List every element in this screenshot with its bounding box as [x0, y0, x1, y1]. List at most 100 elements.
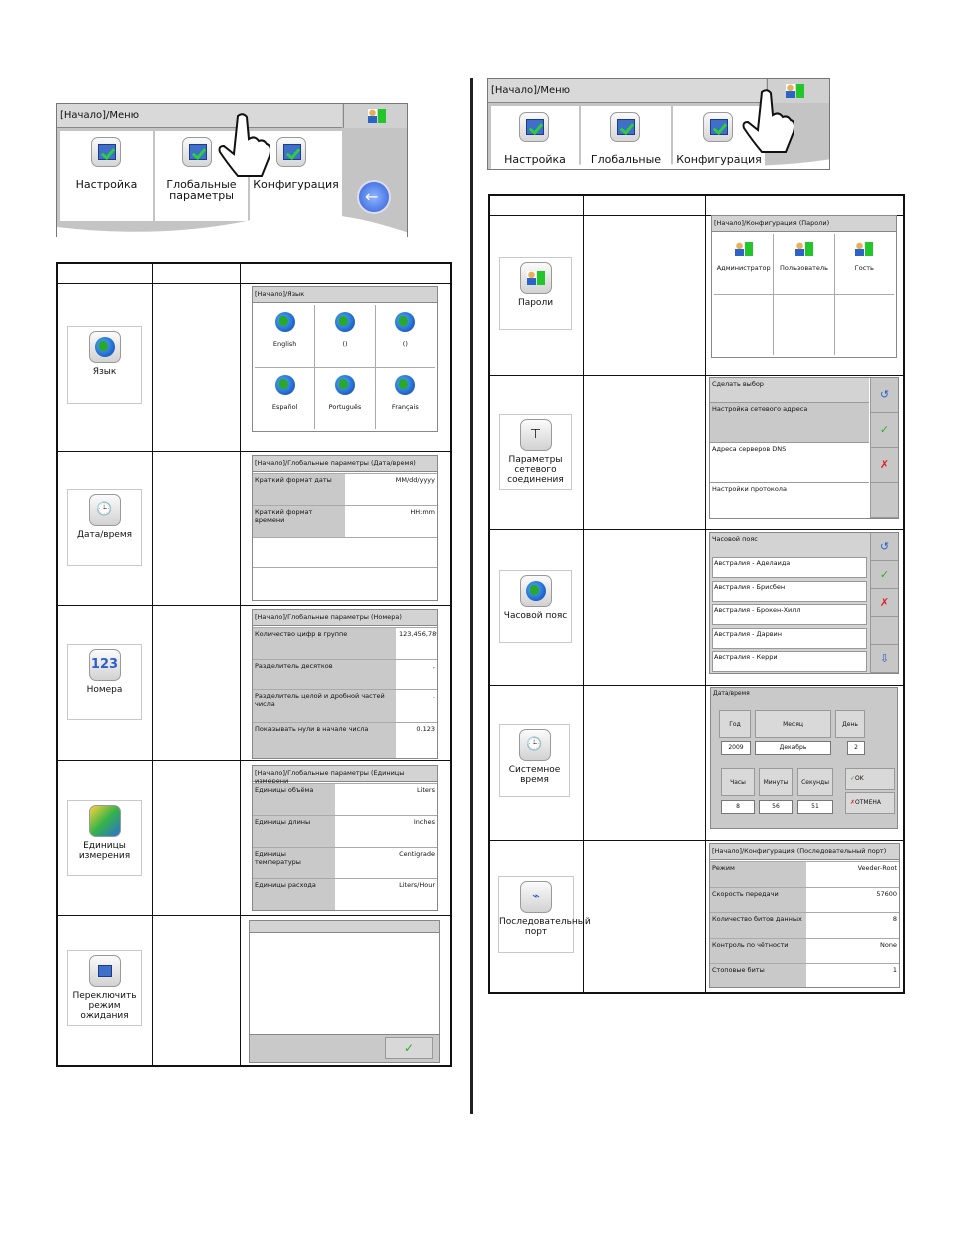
user-status[interactable]: [767, 79, 829, 103]
tile-config[interactable]: Конфигурация: [673, 106, 765, 169]
ok-button[interactable]: ✓OK: [845, 768, 895, 790]
arrow-down-icon[interactable]: ⇩: [871, 645, 898, 673]
units-card[interactable]: Единицы измерения: [67, 800, 142, 876]
numbers-card[interactable]: 123 Номера: [67, 644, 142, 720]
field-value[interactable]: 57600: [876, 889, 897, 898]
language-option[interactable]: (): [315, 305, 375, 367]
serial-port-card[interactable]: ⌁ Последовательный порт: [498, 876, 591, 953]
field-value[interactable]: HH:mm: [410, 508, 435, 516]
language-option[interactable]: Português: [315, 367, 375, 429]
cancel-button[interactable]: ✗ОТМЕНА: [845, 792, 895, 814]
field-label: Краткий формат даты: [253, 474, 345, 505]
back-button[interactable]: ←: [357, 180, 391, 214]
seconds-input[interactable]: 51: [797, 800, 833, 814]
field-value[interactable]: Veeder-Root: [857, 864, 897, 872]
language-label: Español: [271, 402, 298, 411]
check-icon: [91, 137, 121, 167]
check-icon[interactable]: ✓: [871, 561, 898, 589]
close-icon[interactable]: ✗: [871, 589, 898, 617]
language-label: (): [342, 340, 348, 348]
language-card[interactable]: Язык: [67, 326, 142, 404]
year-input[interactable]: 2009: [721, 741, 751, 755]
field-value[interactable]: Liters/Hour: [399, 881, 435, 889]
user-option[interactable]: Администратор: [714, 234, 774, 294]
system-time-screen: Дата/время Год Месяц День 2009 Декабрь 2…: [710, 687, 898, 829]
undo-icon[interactable]: ↺: [871, 378, 898, 413]
globe-icon: [274, 312, 295, 332]
tile-setup[interactable]: Настройка: [60, 131, 153, 221]
year-label: Год: [719, 710, 751, 738]
language-option[interactable]: (): [375, 305, 435, 367]
globe-icon: [334, 374, 355, 395]
field-value[interactable]: ,: [432, 662, 435, 670]
system-time-card[interactable]: 🕒 Системное время: [499, 724, 570, 797]
field-value[interactable]: MM/dd/yyyy: [395, 476, 435, 484]
list-item[interactable]: Настройка сетевого адреса: [710, 402, 869, 442]
field-label: Количество битов данных: [710, 913, 806, 938]
language-label: (): [402, 340, 408, 348]
timezone-item[interactable]: Австралия - Брисбен: [712, 580, 867, 602]
field-label: Показывать нули в начале числа: [253, 723, 396, 758]
screen-title: Сделать выбор: [710, 378, 869, 402]
check-icon[interactable]: ✓: [871, 413, 898, 448]
language-option[interactable]: Français: [375, 367, 435, 429]
screen-title: [Начало]/Язык: [253, 287, 437, 303]
language-option[interactable]: Español: [255, 367, 315, 429]
field-label: Количество цифр в группе: [253, 628, 396, 659]
field-label: Разделитель десятков: [253, 660, 396, 689]
field-value[interactable]: Centigrade: [399, 850, 435, 858]
network-card[interactable]: ⊤ Параметры сетевого соединения: [499, 414, 572, 490]
timezone-card[interactable]: Часовой пояс: [499, 570, 572, 643]
empty-slot: [774, 295, 834, 355]
tile-global-params[interactable]: Глобальные параметры: [581, 106, 671, 169]
column-divider: [470, 78, 473, 1114]
user-status[interactable]: [343, 104, 407, 128]
language-option[interactable]: English: [255, 305, 315, 367]
hours-input[interactable]: 8: [721, 800, 755, 814]
list-item[interactable]: Адреса серверов DNS: [710, 442, 869, 482]
list-item[interactable]: Настройки протокола: [710, 482, 869, 518]
field-label: Краткий формат времени: [253, 506, 345, 537]
month-input[interactable]: Декабрь: [755, 741, 831, 755]
timezone-item[interactable]: Австралия - Брокен-Хилл: [712, 604, 867, 625]
field-value[interactable]: None: [880, 940, 897, 949]
timezone-item[interactable]: Австралия - Дарвин: [712, 627, 867, 649]
minutes-input[interactable]: 56: [759, 800, 793, 814]
day-input[interactable]: 2: [847, 741, 865, 755]
user-label: Гость: [854, 264, 874, 272]
tile-label: Конфигурация: [676, 153, 762, 166]
field-value[interactable]: 8: [892, 915, 897, 923]
tile-global-params[interactable]: Глобальные параметры: [155, 131, 248, 221]
screen-title: [Начало]/Глобальные параметры (Номера): [253, 610, 437, 626]
user-icon: [855, 242, 874, 256]
tile-label: Конфигурация: [253, 178, 339, 191]
screen-title: [Начало]/Конфигурация (Последовательный …: [710, 844, 899, 860]
timezone-item[interactable]: Австралия - Аделаида: [712, 557, 867, 578]
user-option[interactable]: Гость: [834, 234, 894, 294]
card-label: Единицы измерения: [78, 841, 131, 861]
timezone-item[interactable]: Австралия - Керри: [712, 651, 867, 672]
standby-card[interactable]: Переключить режим ожидания: [67, 950, 142, 1026]
globe-icon: [395, 374, 416, 395]
passwords-card[interactable]: Пароли: [499, 257, 572, 330]
ok-label: OK: [855, 775, 864, 782]
undo-icon[interactable]: ↺: [871, 533, 898, 561]
datetime-card[interactable]: 🕒 Дата/время: [67, 489, 142, 566]
user-option[interactable]: Пользователь: [774, 234, 834, 294]
field-value[interactable]: .: [432, 692, 435, 700]
torn-edge: [57, 213, 407, 237]
card-label: Последовательный порт: [499, 917, 591, 937]
field-value[interactable]: 0.123: [416, 725, 435, 733]
ok-button[interactable]: ✓: [385, 1037, 433, 1059]
field-value[interactable]: 123,456,789: [399, 630, 438, 638]
field-value[interactable]: Inches: [413, 818, 435, 826]
field-value[interactable]: Liters: [416, 786, 435, 794]
user-label: Пользователь: [780, 264, 828, 272]
tile-setup[interactable]: Настройка: [491, 106, 579, 169]
close-icon[interactable]: ✗: [871, 448, 898, 483]
field-value[interactable]: 1: [892, 966, 897, 974]
